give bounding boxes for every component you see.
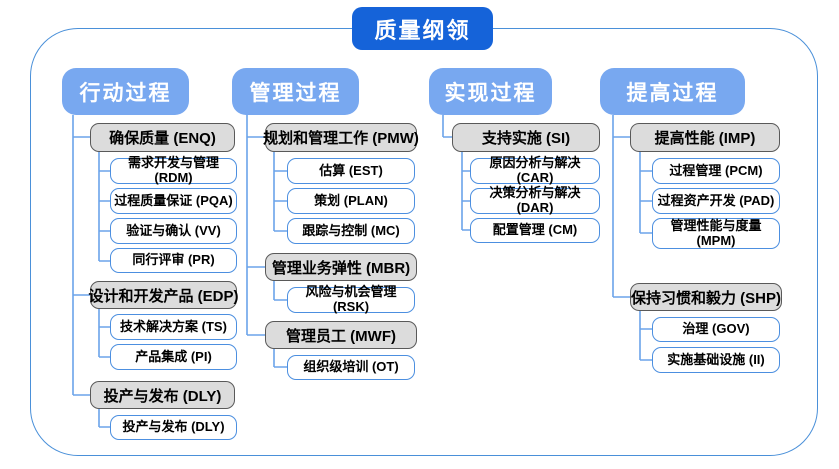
group-node-si: 支持实施 (SI) — [452, 123, 600, 152]
leaf-node-mc: 跟踪与控制 (MC) — [287, 218, 415, 244]
connector-column-improvement — [612, 115, 652, 361]
leaf-node-rdm: 需求开发与管理 (RDM) — [110, 155, 237, 185]
diagram-title: 质量纲领 — [352, 7, 493, 50]
leaf-node-cm: 配置管理 (CM) — [470, 218, 600, 243]
leaf-node-ts: 技术解决方案 (TS) — [110, 314, 237, 340]
connector-column-management — [246, 115, 287, 368]
connector-column-action — [72, 115, 110, 428]
group-node-dly: 投产与发布 (DLY) — [90, 381, 235, 409]
column-header-implementation: 实现过程 — [429, 68, 552, 115]
group-node-shp: 保持习惯和毅力 (SHP) — [630, 283, 782, 311]
group-node-edp: 设计和开发产品 (EDP) — [89, 281, 239, 309]
leaf-node-pqa: 过程质量保证 (PQA) — [110, 188, 237, 214]
leaf-node-dly: 投产与发布 (DLY) — [110, 415, 237, 440]
leaf-node-car: 原因分析与解决 (CAR) — [470, 155, 600, 185]
group-node-mbr: 管理业务弹性 (MBR) — [265, 253, 417, 281]
leaf-node-est: 估算 (EST) — [287, 158, 415, 184]
leaf-node-rsk: 风险与机会管理 (RSK) — [287, 284, 415, 314]
leaf-node-ii: 实施基础设施 (II) — [652, 347, 780, 373]
leaf-node-pi: 产品集成 (PI) — [110, 344, 237, 370]
column-header-improvement: 提高过程 — [600, 68, 745, 115]
leaf-node-dar: 决策分析与解决 (DAR) — [470, 185, 600, 215]
column-header-management: 管理过程 — [232, 68, 359, 115]
leaf-node-mpm: 管理性能与度量 (MPM) — [652, 218, 780, 249]
leaf-node-pcm: 过程管理 (PCM) — [652, 158, 780, 184]
group-node-pmw: 规划和管理工作 (PMW) — [263, 123, 419, 152]
leaf-node-pr: 同行评审 (PR) — [110, 248, 237, 273]
group-node-enq: 确保质量 (ENQ) — [90, 123, 235, 152]
leaf-node-pad: 过程资产开发 (PAD) — [652, 188, 780, 214]
leaf-node-gov: 治理 (GOV) — [652, 317, 780, 342]
group-node-imp: 提高性能 (IMP) — [630, 123, 780, 152]
leaf-node-ot: 组织级培训 (OT) — [287, 355, 415, 380]
group-node-mwf: 管理员工 (MWF) — [265, 321, 417, 349]
column-header-action: 行动过程 — [62, 68, 189, 115]
connector-column-implementation — [442, 115, 470, 231]
leaf-node-vv: 验证与确认 (VV) — [110, 218, 237, 244]
leaf-node-plan: 策划 (PLAN) — [287, 188, 415, 214]
